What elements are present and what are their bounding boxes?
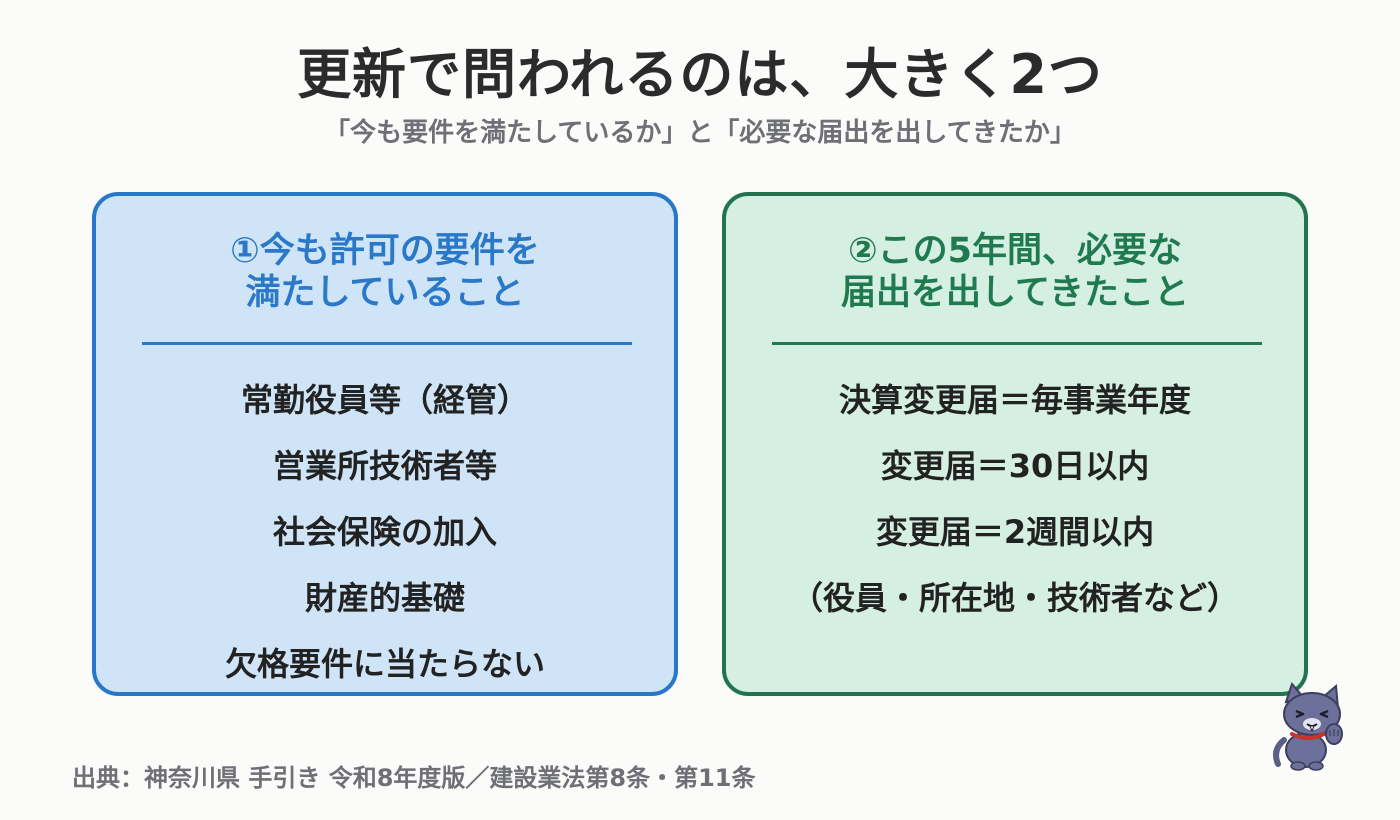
card-heading-line: 満たしていること xyxy=(245,273,525,313)
requirements-list: 常勤役員等（経管） 営業所技術者等 社会保険の加入 財産的基礎 欠格要件に当たら… xyxy=(96,378,674,708)
list-item: 営業所技術者等 xyxy=(272,447,497,485)
list-item: （役員・所在地・技術者など） xyxy=(790,579,1239,617)
list-item: 財産的基礎 xyxy=(304,579,465,617)
list-item: 変更届＝2週間以内 xyxy=(875,513,1155,551)
card-requirements-heading: ①今も許可の要件を 満たしていること xyxy=(96,230,674,314)
card-heading-line: ①今も許可の要件を xyxy=(230,231,540,271)
card-divider xyxy=(142,342,632,345)
card-notifications: ②この5年間、必要な 届出を出してきたこと 決算変更届＝毎事業年度 変更届＝30… xyxy=(722,192,1308,696)
list-item: 欠格要件に当たらない xyxy=(224,645,545,683)
page-title: 更新で問われるのは、大きく2つ xyxy=(297,43,1103,106)
page-subtitle: 「今も要件を満たしているか」と「必要な届出を出してきたか」 xyxy=(324,118,1076,148)
list-item: 変更届＝30日以内 xyxy=(880,447,1150,485)
list-item: 決算変更届＝毎事業年度 xyxy=(838,381,1191,419)
card-notifications-heading: ②この5年間、必要な 届出を出してきたこと xyxy=(726,230,1304,314)
list-item: 常勤役員等（経管） xyxy=(240,381,529,419)
card-heading-line: 届出を出してきたこと xyxy=(841,273,1189,313)
card-divider xyxy=(772,342,1262,345)
notifications-list: 決算変更届＝毎事業年度 変更届＝30日以内 変更届＝2週間以内 （役員・所在地・… xyxy=(726,378,1304,642)
list-item: 社会保険の加入 xyxy=(272,513,497,551)
source-citation: 出典：神奈川県 手引き 令和8年度版／建設業法第8条・第11条 xyxy=(72,764,756,792)
card-requirements: ①今も許可の要件を 満たしていること 常勤役員等（経管） 営業所技術者等 社会保… xyxy=(92,192,678,696)
card-heading-line: ②この5年間、必要な xyxy=(848,231,1182,271)
cat-mascot-icon xyxy=(1273,682,1343,771)
